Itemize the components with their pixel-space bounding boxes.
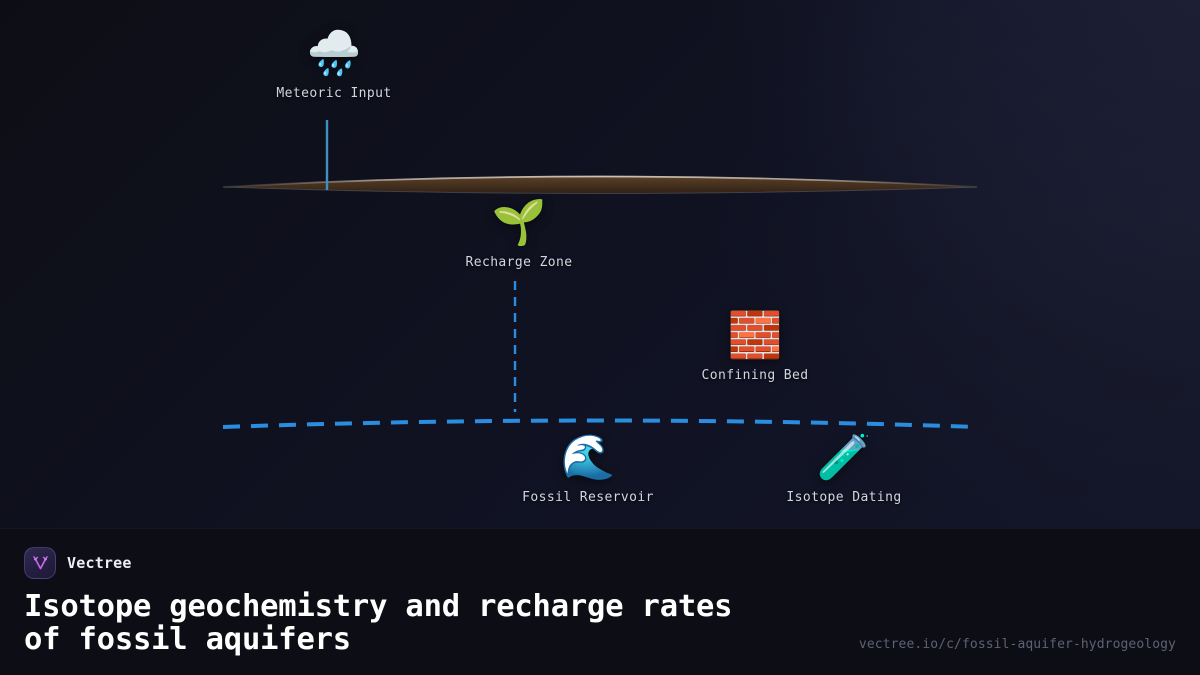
diagram-scene: 🌧️ Meteoric Input 🌱 Recharge Zone 🧱 Conf… — [222, 28, 978, 505]
rain-cloud-icon: 🌧️ — [306, 28, 362, 79]
slide-footer: Vectree Isotope geochemistry and recharg… — [0, 528, 1200, 675]
node-label: Meteoric Input — [276, 86, 392, 101]
node-recharge-zone[interactable]: 🌱 Recharge Zone — [466, 197, 573, 270]
ground-surface-rim — [222, 175, 978, 188]
node-confining-bed[interactable]: 🧱 Confining Bed — [702, 310, 809, 383]
deck-url: vectree.io/c/fossil-aquifer-hydrogeology — [858, 637, 1176, 652]
node-fossil-reservoir[interactable]: 🌊 Fossil Reservoir — [522, 432, 654, 505]
test-tube-icon: 🧪 — [816, 432, 872, 483]
node-meteoric-input[interactable]: 🌧️ Meteoric Input — [276, 28, 391, 101]
page-title: Isotope geochemistry and recharge rates … — [24, 589, 733, 657]
node-label: Recharge Zone — [465, 255, 573, 270]
brand-row: Vectree — [24, 547, 1176, 579]
ground-surface — [222, 175, 978, 194]
node-label: Confining Bed — [701, 368, 809, 383]
ground-surface-fill — [223, 176, 977, 194]
vectree-logo-glyph — [32, 555, 48, 569]
brand-name: Vectree — [67, 554, 132, 572]
node-isotope-dating[interactable]: 🧪 Isotope Dating — [786, 432, 901, 505]
diagram-svg — [222, 120, 978, 429]
node-label: Isotope Dating — [786, 490, 902, 505]
wave-icon: 🌊 — [560, 432, 616, 483]
node-label: Fossil Reservoir — [522, 490, 654, 505]
water-table-line — [222, 418, 978, 429]
brick-icon: 🧱 — [727, 310, 783, 361]
ground-surface-base — [222, 186, 978, 194]
vectree-logo-icon — [24, 547, 56, 579]
seedling-icon: 🌱 — [491, 197, 547, 248]
